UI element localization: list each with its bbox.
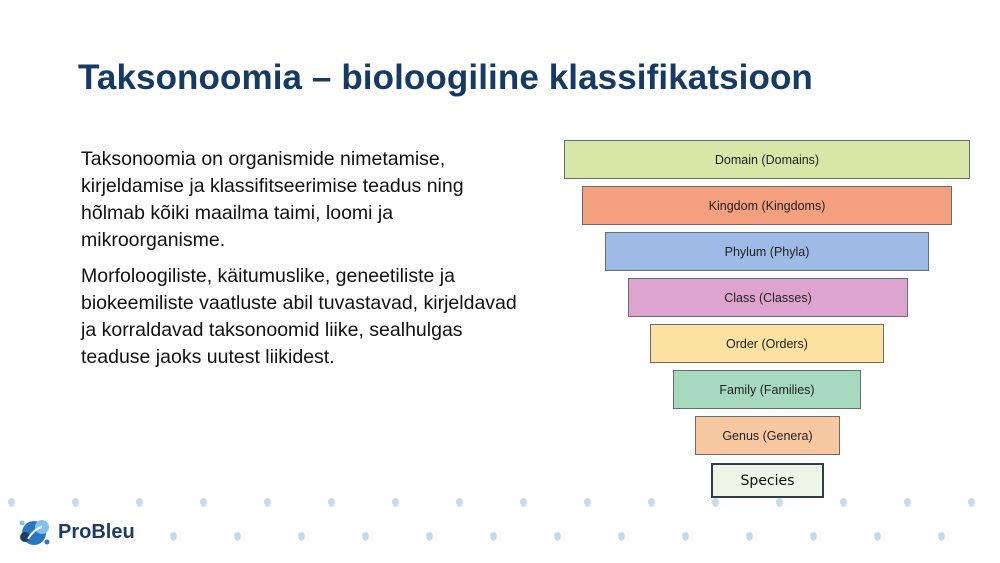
decorative-dot	[746, 532, 753, 541]
paragraph-methods: Morfoloogiliste, käitumuslike, geneetili…	[81, 265, 517, 368]
decorative-dot	[490, 532, 497, 541]
level-family: Family (Families)	[673, 370, 861, 409]
probleu-logo: ProBleu	[16, 515, 135, 549]
decorative-dot	[200, 498, 207, 507]
level-genus: Genus (Genera)	[695, 416, 840, 455]
level-class-label: Class (Classes)	[724, 290, 812, 305]
level-domain: Domain (Domains)	[564, 140, 970, 179]
decorative-dot	[362, 532, 369, 541]
decorative-dot	[170, 532, 177, 541]
level-kingdom-label: Kingdom (Kingdoms)	[708, 198, 826, 213]
decorative-dot	[554, 532, 561, 541]
paragraph-definition: Taksonoomia on organismide nimetamise, k…	[81, 148, 464, 251]
level-species: Species	[711, 463, 824, 498]
decorative-dot	[618, 532, 625, 541]
level-phylum-label: Phylum (Phyla)	[724, 244, 810, 259]
decorative-dot	[8, 498, 15, 507]
decorative-dot	[840, 498, 847, 507]
body-text: Taksonoomia on organismide nimetamise, k…	[81, 146, 521, 380]
level-genus-label: Genus (Genera)	[722, 428, 813, 443]
decorative-dot	[776, 498, 783, 507]
slide-title: Taksonoomia – bioloogiline klassifikatsi…	[78, 58, 813, 97]
logo-wordmark: ProBleu	[58, 520, 135, 543]
decorative-dot	[904, 498, 911, 507]
decorative-dot	[520, 498, 527, 507]
probleu-logo-icon	[19, 520, 50, 545]
decorative-dot	[682, 532, 689, 541]
decorative-dot-pattern	[0, 490, 1000, 550]
decorative-dot	[234, 532, 241, 541]
level-domain-label: Domain (Domains)	[714, 152, 820, 167]
decorative-dot	[968, 498, 975, 507]
level-species-label: Species	[740, 472, 795, 489]
decorative-dot	[712, 498, 719, 507]
decorative-dot	[648, 498, 655, 507]
decorative-dot	[810, 532, 817, 541]
decorative-dot	[874, 532, 881, 541]
level-phylum: Phylum (Phyla)	[605, 232, 929, 271]
level-family-label: Family (Families)	[719, 382, 815, 397]
level-order: Order (Orders)	[650, 324, 884, 363]
decorative-dot	[72, 498, 79, 507]
level-order-label: Order (Orders)	[726, 336, 808, 351]
decorative-dot	[584, 498, 591, 507]
level-kingdom: Kingdom (Kingdoms)	[582, 186, 952, 225]
decorative-dot	[136, 498, 143, 507]
decorative-dot	[426, 532, 433, 541]
decorative-dot	[264, 498, 271, 507]
decorative-dot	[938, 532, 945, 541]
level-class: Class (Classes)	[628, 278, 908, 317]
decorative-dot	[456, 498, 463, 507]
decorative-dot	[328, 498, 335, 507]
decorative-dot	[298, 532, 305, 541]
decorative-dot	[392, 498, 399, 507]
